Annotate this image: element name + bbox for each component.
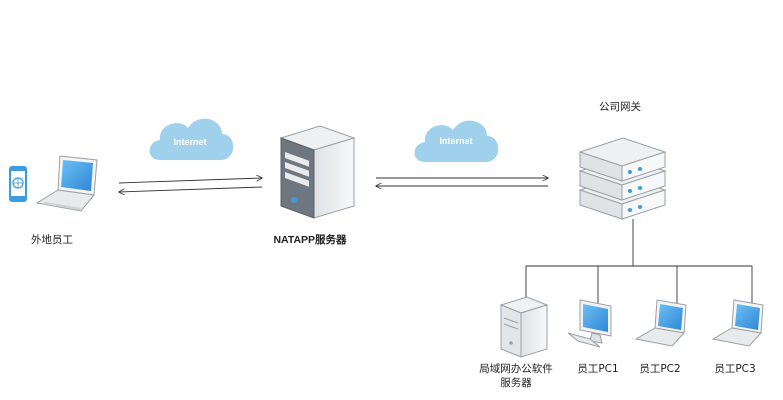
pc3-label: 员工PC3 — [714, 363, 755, 375]
cloud-label: Internet — [439, 136, 472, 146]
lan-connections — [525, 219, 753, 306]
internet-cloud-right: Internet — [414, 120, 499, 162]
laptop-icon — [634, 299, 687, 347]
cloud-label: Internet — [173, 137, 206, 147]
gateway-label: 公司网关 — [599, 100, 641, 113]
remote-employee-label: 外地员工 — [31, 233, 73, 246]
lan-server-label-line2: 服务器 — [500, 376, 532, 389]
lan-server-label-line1: 局域网办公软件 — [479, 362, 553, 375]
laptop-icon — [35, 155, 98, 212]
tower-server-icon — [279, 125, 356, 219]
link-remote-natapp — [119, 178, 262, 192]
internet-cloud-left: Internet — [149, 118, 234, 160]
lan-server-tower-icon — [499, 296, 549, 358]
natapp-label: NATAPP服务器 — [273, 233, 347, 246]
link-natapp-gateway — [376, 178, 548, 186]
rack-server-icon — [578, 137, 667, 220]
pc2-label: 员工PC2 — [639, 363, 680, 375]
pc1-label: 员工PC1 — [577, 363, 618, 375]
laptop-icon — [711, 299, 764, 347]
phone-icon — [9, 166, 27, 202]
desktop-icon — [567, 299, 612, 348]
